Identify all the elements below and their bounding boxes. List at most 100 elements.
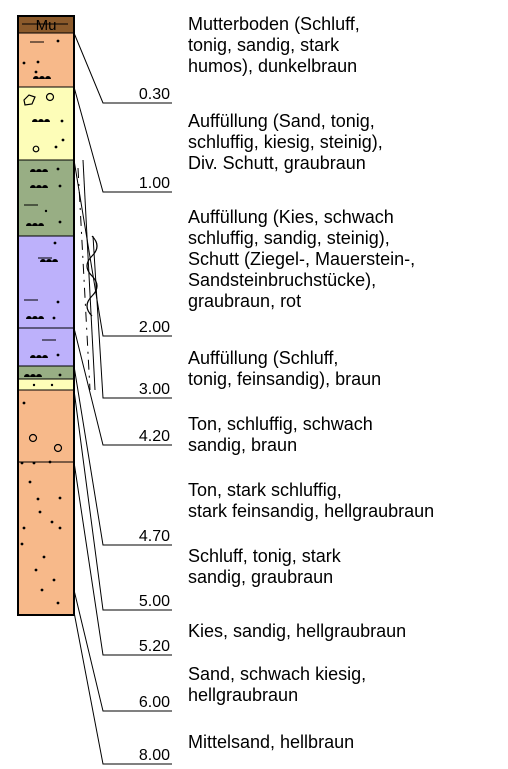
depth-leader-line [73,365,172,546]
kies-mark [33,76,51,79]
description-line: Sand, schwach kiesig, [188,664,367,684]
layer-auff-schutt [18,236,74,328]
description-line: Ton, schluffig, schwach [188,414,373,434]
layer-description: Mutterboden (Schluff,tonig, sandig, star… [188,14,360,77]
sand-dot [32,383,36,387]
sand-dot [32,461,36,465]
sand-dot [44,209,48,213]
depth-label: 3.00 [139,381,170,398]
depth-leader-line [73,327,172,446]
kies-mark [24,374,42,377]
depth-leader-line [73,32,172,104]
depth-label: 6.00 [139,694,170,711]
depth-label: 5.00 [139,593,170,610]
layer-auff-sand [18,87,74,160]
description-line: Auffüllung (Schluff, [188,348,339,368]
sand-dot [22,526,26,530]
depth-leader-line [73,461,172,656]
kies-mark [30,185,48,188]
description-line: Schutt (Ziegel-, Mauerstein-, [188,249,416,269]
description-line: sandig, braun [188,435,298,455]
depth-label: 1.00 [139,175,170,192]
depth-leader-line [73,589,172,712]
layer-description: Auffüllung (Sand, tonig,schluffig, kiesi… [188,111,383,174]
depth-label: 8.00 [139,747,170,764]
sand-dot [52,316,56,320]
sand-dot [58,373,62,377]
sand-dot [42,555,46,559]
layer-auff-kies [18,160,74,236]
soil-column [17,15,75,616]
kies-mark [30,169,48,172]
layer-sand [18,462,74,615]
description-line: Mittelsand, hellbraun [188,732,355,752]
sand-dot [52,578,56,582]
description-line: Ton, stark schluffig, [188,480,342,500]
sand-dot [61,138,65,142]
sand-dot [56,167,60,171]
depth-leader-line [92,235,172,399]
sand-dot [22,401,26,405]
boundary-hint-line [77,167,91,391]
sand-dot [34,568,38,572]
sand-dot [40,588,44,592]
sand-dot [36,497,40,501]
column-outline [17,15,75,616]
kies-mark [26,316,44,319]
layer-description: Mittelsand, hellbraun [188,732,354,753]
gravel-ring [32,145,40,153]
depth-leader-line [73,389,172,611]
sand-dot [34,70,38,74]
description-line: tonig, sandig, stark [188,35,340,55]
sand-dot [20,542,24,546]
depth-labels: 0.301.002.003.004.204.705.005.206.008.00 [139,86,170,764]
depth-label: 4.20 [139,428,170,445]
description-line: Div. Schutt, graubraun [188,153,366,173]
stone-mark [23,94,36,106]
kies-mark [32,119,50,122]
depth-label: 5.20 [139,638,170,655]
layer-description: Sand, schwach kiesig,hellgraubraun [188,664,366,706]
sand-dot [53,241,57,245]
sand-dot [28,480,32,484]
description-line: schluffig, kiesig, steinig), [188,132,383,152]
soil-symbols: Mu [20,17,98,605]
top-layer-code: Mu [36,17,57,34]
layer-ton1 [18,366,74,379]
kies-mark [40,259,58,262]
description-line: tonig, feinsandig), braun [188,369,382,389]
layer-auff-schluff [18,328,74,366]
boundary-hint-line [82,159,96,391]
sand-dot [50,383,54,387]
sand-dot [36,60,40,64]
description-line: Kies, sandig, hellgraubraun [188,621,407,641]
description-line: Sandsteinbruchstücke), [188,270,377,290]
sand-dot [38,510,42,514]
sand-dot [54,145,58,149]
kies-mark [30,355,48,358]
description-line: hellgraubraun [188,685,299,705]
description-line: Auffüllung (Sand, tonig, [188,111,375,131]
description-line: sandig, graubraun [188,567,334,587]
sand-dot [60,119,64,123]
description-line: stark feinsandig, hellgraubraun [188,501,435,521]
sand-dot [56,601,60,605]
layer-description: Ton, stark schluffig,stark feinsandig, h… [188,480,434,522]
kies-mark [26,223,44,226]
sand-dot [56,39,60,43]
sand-dot [58,496,62,500]
sand-dot [56,353,60,357]
depth-leader-lines [73,32,172,765]
description-line: Mutterboden (Schluff, [188,14,360,34]
depth-label: 4.70 [139,528,170,545]
sand-dot [50,520,54,524]
description-line: graubraun, rot [188,291,302,311]
gravel-ring [45,92,55,102]
description-line: humos), dunkelbraun [188,56,358,76]
sand-dot [56,300,60,304]
sand-dot [58,184,62,188]
layer-description: Kies, sandig, hellgraubraun [188,621,406,642]
sand-dot [58,526,62,530]
